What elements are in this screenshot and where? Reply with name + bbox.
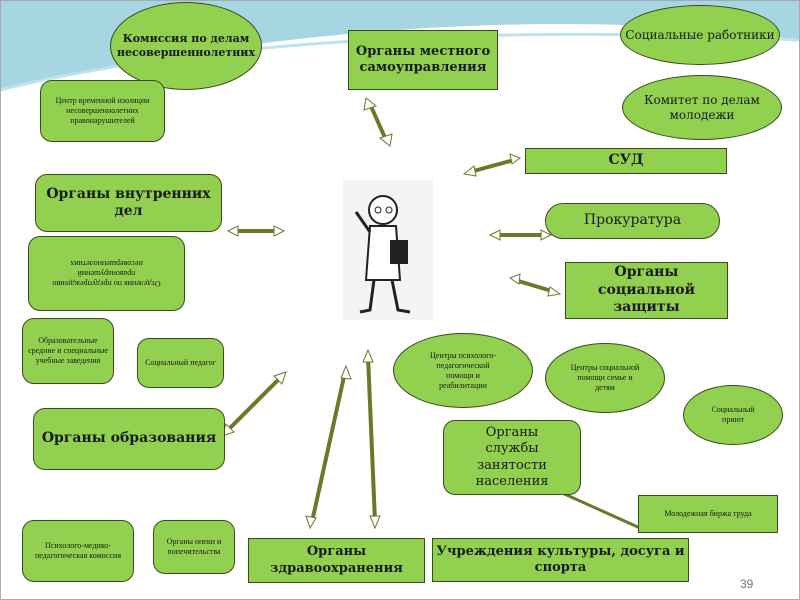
node-psych-centers: Центры психолого-педагогической помощи и… [393, 333, 533, 408]
node-isolation-center: Центр временной изоляции несовершеннолет… [40, 80, 165, 142]
node-schools: Образовательные средние и специальные уч… [22, 318, 114, 384]
arrow-health-1 [310, 371, 347, 523]
node-youth-committee: Комитет по делам молодежи [622, 75, 782, 140]
node-family-centers: Центры социальной помощи семье и детям [545, 343, 665, 413]
node-youth-labor-exchange: Молодежная биржа труда [638, 495, 778, 533]
node-prevention-department: Отделения по предупреждению правонарушен… [28, 236, 185, 311]
node-employment: Органы службы занятости населения [443, 420, 581, 495]
node-social-workers: Социальные работники [620, 5, 780, 65]
node-court: СУД [525, 148, 727, 174]
node-local-government: Органы местного самоуправления [348, 30, 498, 90]
node-education: Органы образования [33, 408, 225, 470]
arrow-education [226, 376, 282, 432]
arrow-health-2 [366, 355, 377, 523]
node-internal-affairs: Органы внутренних дел [35, 174, 222, 232]
page-number: 39 [740, 577, 754, 591]
node-social-teacher: Социальный педагог [137, 338, 224, 388]
node-social-protection: Органы социальной защиты [565, 262, 728, 319]
arrow-local-gov [368, 103, 388, 141]
node-pmpc: Психолого-медико-педагогическая комиссия [22, 520, 134, 582]
node-social-shelter: Социальный приют [683, 385, 783, 445]
node-health: Органы здравоохранения [248, 538, 425, 583]
node-guardianship: Органы опеки и попечительства [153, 520, 235, 574]
arrow-court [469, 158, 515, 174]
node-prosecution: Прокуратура [545, 203, 720, 239]
node-culture: Учреждения культуры, досуга и спорта [432, 538, 689, 582]
node-commission: Комиссия по делам несовершеннолетних [110, 2, 262, 90]
line-youth-exchange [559, 490, 641, 530]
cartoon-teacher-image [343, 180, 433, 320]
arrow-social-protection [514, 278, 556, 294]
connector-arrows [226, 103, 641, 530]
